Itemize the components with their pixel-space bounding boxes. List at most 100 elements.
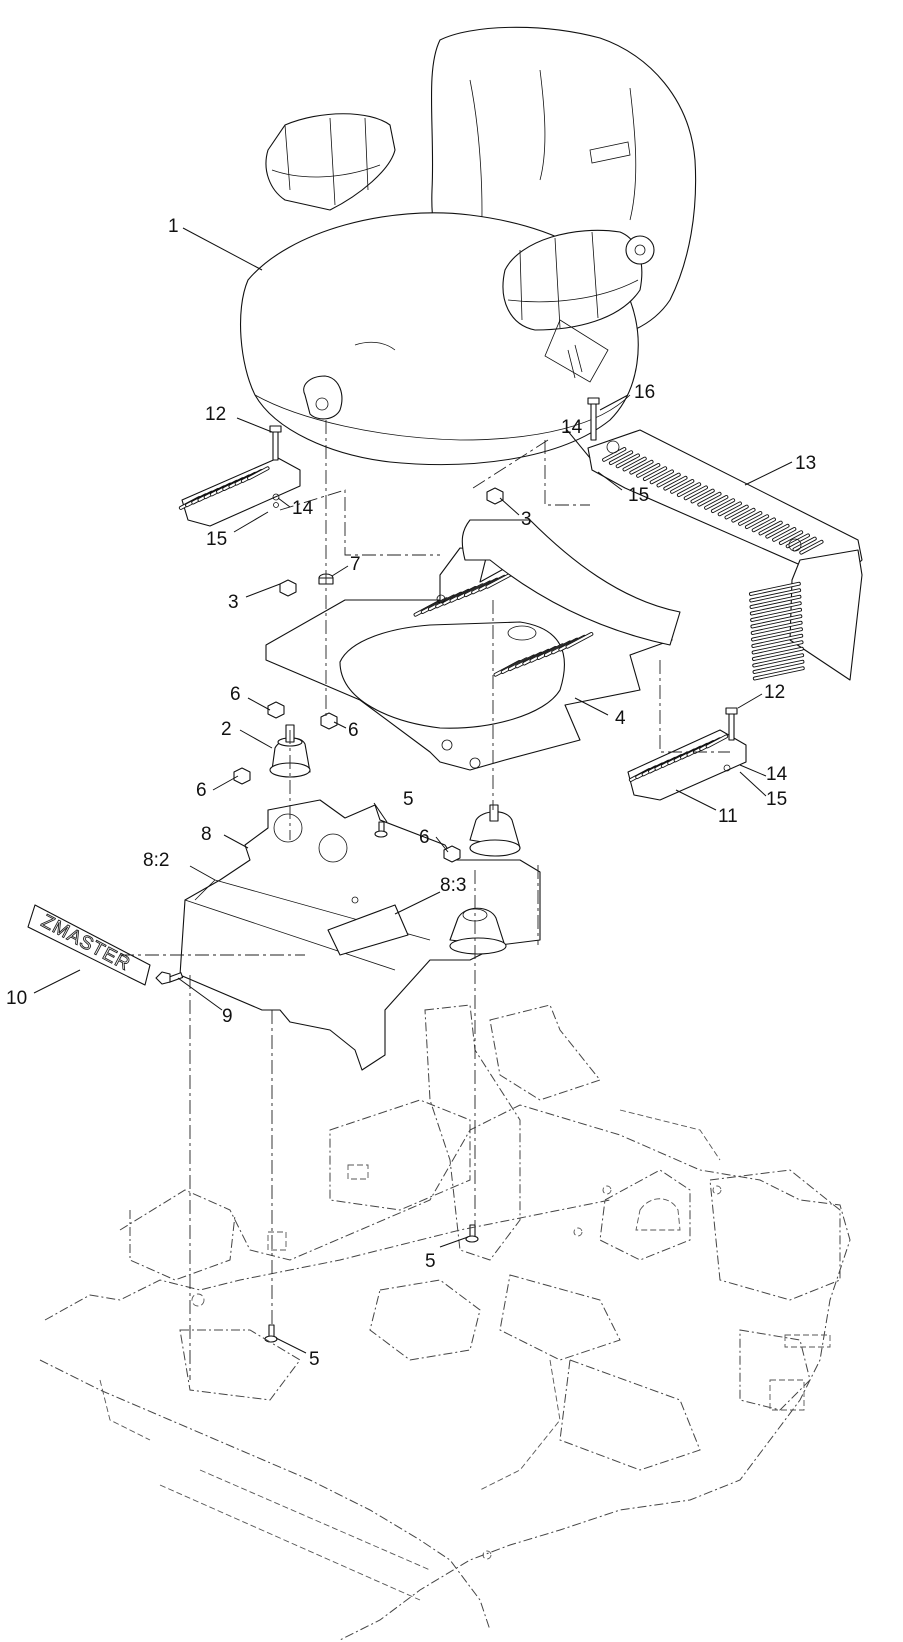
callout-15-lower: 15 bbox=[766, 789, 787, 810]
vent-slot bbox=[642, 466, 668, 481]
callout-6-d: 6 bbox=[419, 827, 430, 848]
vent-slot bbox=[750, 620, 803, 635]
callout-12-lower: 12 bbox=[764, 682, 785, 703]
vent-slot bbox=[751, 627, 803, 642]
isolator-mount-right bbox=[469, 804, 521, 857]
bolt-5c bbox=[264, 1324, 278, 1343]
zmaster-decal: ZMASTER bbox=[27, 904, 151, 986]
vent-slot bbox=[744, 514, 770, 529]
nut-6d bbox=[443, 845, 461, 863]
vent-slot bbox=[636, 463, 661, 478]
vent-slot bbox=[772, 527, 797, 542]
vent-slot bbox=[752, 653, 805, 668]
vent-slot bbox=[778, 530, 804, 545]
vent-slot bbox=[738, 511, 763, 526]
callout-15-right: 15 bbox=[628, 485, 649, 506]
vent-slot bbox=[608, 450, 634, 465]
vent-slot bbox=[765, 523, 790, 539]
assembly-centerlines bbox=[120, 420, 730, 1380]
vent-slot bbox=[752, 666, 805, 681]
nut-6c bbox=[233, 767, 251, 785]
bolt-9 bbox=[155, 971, 184, 985]
vent-slot bbox=[792, 536, 817, 552]
callout-14-lower: 14 bbox=[766, 764, 788, 785]
leader-lines bbox=[33, 227, 793, 1354]
vent-slot bbox=[717, 501, 742, 517]
vent-slot bbox=[615, 453, 640, 469]
callout-1: 1 bbox=[168, 216, 179, 237]
vent-slot bbox=[676, 482, 702, 497]
vent-slot bbox=[749, 588, 802, 603]
callout-8-2: 8:2 bbox=[143, 850, 169, 871]
callout-4: 4 bbox=[615, 708, 626, 729]
vent-slot bbox=[663, 475, 688, 491]
nut-6a bbox=[267, 701, 285, 719]
callout-15-left: 15 bbox=[206, 529, 227, 550]
vent-slot bbox=[697, 491, 722, 507]
bolt-16 bbox=[587, 397, 600, 441]
vent-slot bbox=[629, 459, 654, 475]
vent-slot bbox=[565, 632, 594, 649]
nut-3b bbox=[279, 579, 297, 597]
vent-slot bbox=[799, 539, 824, 555]
seat-assembly bbox=[239, 26, 697, 466]
vent-slot bbox=[683, 485, 708, 501]
nut-6b bbox=[320, 712, 338, 730]
vent-slot bbox=[748, 581, 801, 596]
vent-plate-right-long bbox=[587, 429, 863, 681]
decal-text: ZMASTER bbox=[38, 911, 134, 975]
callout-5-frame-right: 5 bbox=[425, 1251, 436, 1272]
vent-slot bbox=[705, 734, 729, 749]
vent-plate-right-lower bbox=[627, 729, 747, 801]
isolator-mount-left bbox=[269, 724, 311, 778]
vent-slot bbox=[704, 495, 729, 510]
callout-11: 11 bbox=[718, 806, 738, 827]
vent-slot bbox=[758, 520, 783, 536]
isolator-mount-lower bbox=[449, 907, 507, 955]
callout-6-b: 6 bbox=[348, 720, 359, 741]
vent-plate-left-upper bbox=[178, 457, 301, 527]
callout-labels: 1 2 3 3 4 5 5 5 6 6 6 6 7 8 8:2 8:3 9 10… bbox=[6, 216, 816, 1370]
vent-slot bbox=[710, 498, 736, 513]
vent-slot bbox=[656, 472, 681, 488]
callout-2: 2 bbox=[221, 719, 232, 740]
callout-16: 16 bbox=[634, 382, 655, 403]
vent-slot bbox=[649, 469, 674, 485]
vent-slot bbox=[622, 456, 647, 472]
vent-slot bbox=[749, 594, 802, 609]
bolt-12b bbox=[725, 707, 738, 741]
callout-10: 10 bbox=[6, 988, 27, 1009]
callout-5-pan: 5 bbox=[403, 789, 414, 810]
tractor-frame-phantom bbox=[39, 1004, 851, 1641]
vent-slot bbox=[690, 488, 715, 504]
vent-slot bbox=[751, 646, 804, 661]
mounting-pan bbox=[179, 799, 541, 1071]
callout-8-3: 8:3 bbox=[440, 875, 466, 896]
vent-slot bbox=[731, 507, 756, 523]
bolt-5a bbox=[374, 821, 388, 838]
vent-slot bbox=[749, 601, 802, 616]
callout-13: 13 bbox=[795, 453, 816, 474]
callout-3-upper: 3 bbox=[521, 509, 532, 530]
bolt-12a bbox=[269, 425, 282, 461]
vent-slot bbox=[751, 640, 804, 655]
callout-9: 9 bbox=[222, 1006, 233, 1027]
vent-slot bbox=[750, 607, 802, 622]
callout-6-c: 6 bbox=[196, 780, 207, 801]
vent-slot bbox=[751, 517, 776, 533]
vent-slot bbox=[247, 466, 270, 481]
callout-14-left: 14 bbox=[292, 498, 314, 519]
callout-14-right: 14 bbox=[561, 417, 583, 438]
vent-slot bbox=[752, 659, 805, 674]
vent-slot bbox=[751, 633, 804, 648]
callout-6-a: 6 bbox=[230, 684, 241, 705]
seat-bracket bbox=[461, 519, 681, 646]
vent-slot bbox=[670, 479, 695, 494]
callout-3-lower: 3 bbox=[228, 592, 239, 613]
callout-5-frame-left: 5 bbox=[309, 1349, 320, 1370]
callout-12-upper: 12 bbox=[205, 404, 226, 425]
callout-7: 7 bbox=[350, 554, 361, 575]
callout-8: 8 bbox=[201, 824, 212, 845]
vent-slot bbox=[724, 504, 749, 520]
